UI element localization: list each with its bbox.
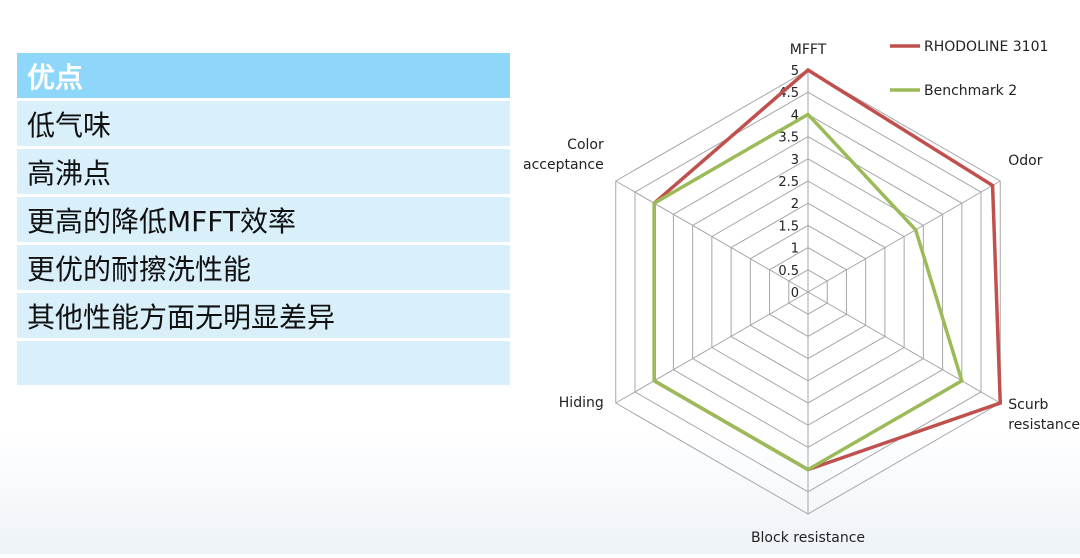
axis-label: Color bbox=[567, 137, 604, 153]
advantages-header: 优点 bbox=[17, 53, 510, 98]
axis-spoke bbox=[615, 180, 809, 293]
legend-label: RHODOLINE 3101 bbox=[924, 39, 1048, 55]
radar-chart-svg: 00.511.522.533.544.55MFFTOdorScurbresist… bbox=[523, 39, 1080, 546]
tick-label: 4 bbox=[791, 108, 799, 123]
legend-label: Benchmark 2 bbox=[924, 83, 1017, 99]
advantage-item: 低气味 bbox=[17, 101, 510, 146]
axis-label: Block resistance bbox=[751, 530, 865, 546]
tick-label: 3.5 bbox=[778, 131, 799, 146]
axis-spoke bbox=[807, 180, 1001, 293]
axis-label: Hiding bbox=[559, 395, 604, 411]
advantage-item: 更优的耐擦洗性能 bbox=[17, 245, 510, 290]
tick-label: 2.5 bbox=[778, 175, 799, 190]
tick-label: 0 bbox=[791, 286, 799, 301]
series-line bbox=[652, 112, 964, 472]
tick-label: 5 bbox=[791, 64, 799, 79]
tick-label: 0.5 bbox=[778, 264, 799, 279]
tick-label: 1 bbox=[791, 242, 799, 257]
axis-spoke bbox=[615, 291, 809, 404]
axis-label: acceptance bbox=[523, 157, 604, 173]
advantage-item: 更高的降低MFFT效率 bbox=[17, 197, 510, 242]
tick-label: 1.5 bbox=[778, 219, 799, 234]
axis-label: Odor bbox=[1008, 153, 1042, 169]
tick-label: 2 bbox=[791, 197, 799, 212]
axis-spoke bbox=[807, 291, 1001, 404]
advantage-item: 高沸点 bbox=[17, 149, 510, 194]
axis-label: Scurb bbox=[1008, 397, 1048, 413]
tick-label: 3 bbox=[791, 153, 799, 168]
axis-label: resistance bbox=[1008, 417, 1080, 433]
top-bar bbox=[0, 0, 1080, 20]
advantages-table: 优点 低气味 高沸点 更高的降低MFFT效率 更优的耐擦洗性能 其他性能方面无明… bbox=[17, 53, 510, 388]
advantage-item: 其他性能方面无明显差异 bbox=[17, 293, 510, 338]
axis-label: MFFT bbox=[790, 42, 827, 58]
advantage-item-empty bbox=[17, 341, 510, 385]
